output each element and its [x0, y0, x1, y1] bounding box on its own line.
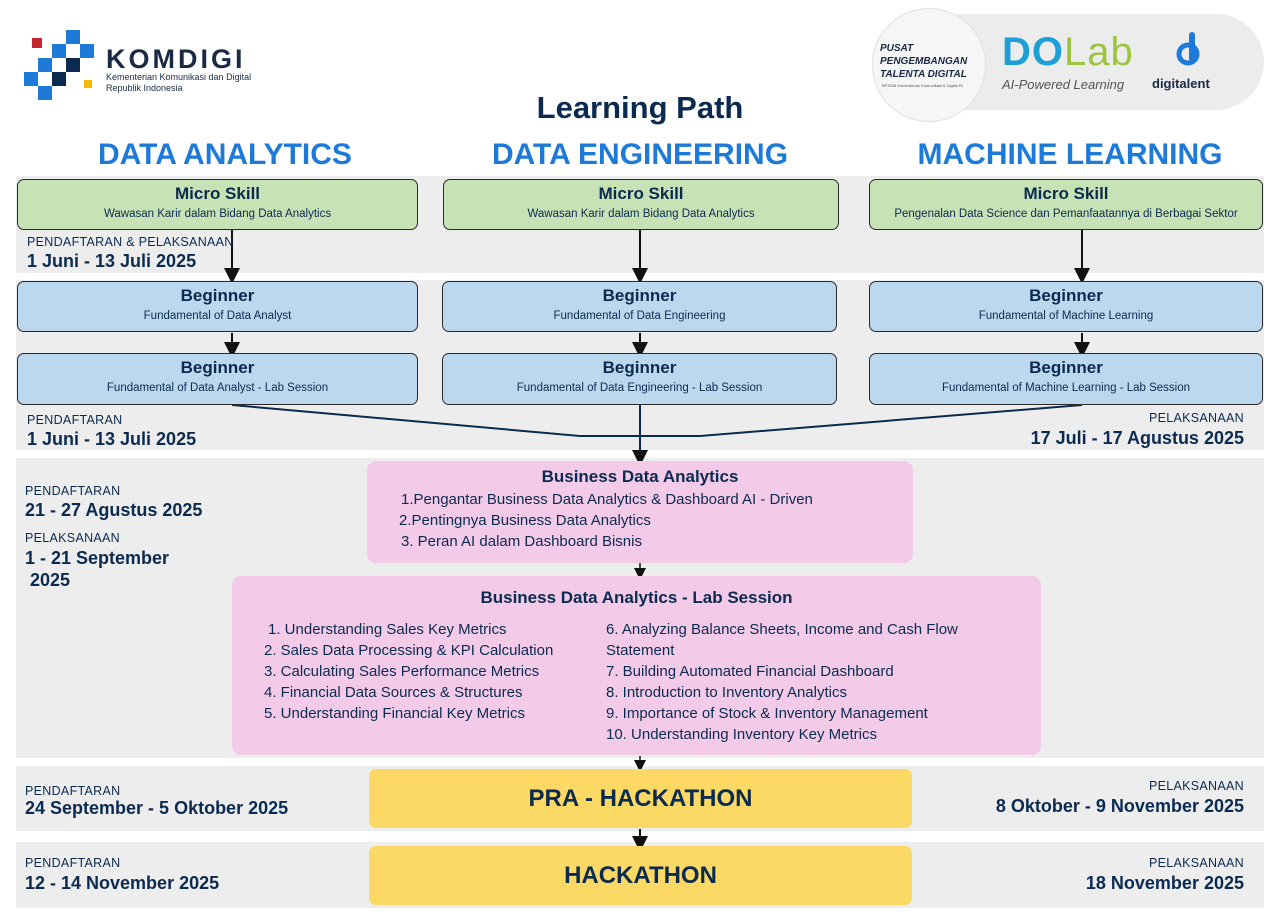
- bda-list: 1.Pengantar Business Data Analytics & Da…: [399, 489, 913, 552]
- bda-exec-label: PELAKSANAAN: [25, 531, 121, 545]
- box-course: Fundamental of Machine Learning: [978, 310, 1154, 322]
- box-level: Beginner: [602, 286, 677, 305]
- beginner-lab-box-data-analyst: Beginner Fundamental of Data Analyst - L…: [17, 353, 418, 405]
- box-course: Pengenalan Data Science dan Pemanfaatann…: [894, 208, 1238, 220]
- list-item: 9. Importance of Stock & Inventory Manag…: [606, 705, 928, 722]
- list-item: 2. Sales Data Processing & KPI Calculati…: [264, 642, 554, 659]
- box-level: Micro Skill: [174, 184, 261, 203]
- beginner-reg-label: PENDAFTARAN: [27, 413, 123, 427]
- pra-reg-date: 24 September - 5 Oktober 2025: [25, 798, 289, 818]
- bda-lab-list-left: 1. Understanding Sales Key Metrics 2. Sa…: [264, 619, 553, 724]
- bda-exec-date-line1: 1 - 21 September: [25, 548, 170, 568]
- list-item: 5. Understanding Financial Key Metrics: [264, 705, 525, 722]
- box-level: Beginner: [180, 358, 255, 377]
- dolab-logo: DOLab: [1002, 30, 1134, 75]
- beginner-reg-date: 1 Juni - 13 Juli 2025: [27, 429, 197, 449]
- list-item: 3. Peran AI dalam Dashboard Bisnis: [401, 533, 642, 550]
- list-item: 1.Pengantar Business Data Analytics & Da…: [401, 491, 813, 508]
- list-item: 1. Understanding Sales Key Metrics: [268, 621, 507, 638]
- micro-schedule-label: PENDAFTARAN & PELAKSANAAN: [27, 235, 234, 249]
- list-item: 8. Introduction to Inventory Analytics: [606, 684, 847, 701]
- pra-exec-label: PELAKSANAAN: [1148, 779, 1244, 793]
- digitalent-name: digitalent: [1152, 76, 1210, 91]
- beginner-box-data-analyst: Beginner Fundamental of Data Analyst: [17, 281, 418, 332]
- box-course: Fundamental of Machine Learning - Lab Se…: [941, 382, 1191, 394]
- beginner-exec-date: 17 Juli - 17 Agustus 2025: [1030, 428, 1244, 448]
- pra-hackathon-title: PRA - HACKATHON: [528, 784, 753, 812]
- bda-reg-date: 21 - 27 Agustus 2025: [25, 500, 203, 520]
- beginner-box-machine-learning: Beginner Fundamental of Machine Learning: [869, 281, 1263, 332]
- pusat-logo-text: PUSAT PENGEMBANGAN TALENTA DIGITAL: [880, 42, 984, 81]
- pra-exec-date: 8 Oktober - 9 November 2025: [995, 796, 1244, 816]
- list-item: 3. Calculating Sales Performance Metrics: [264, 663, 540, 680]
- micro-skill-box-data-engineering: Micro Skill Wawasan Karir dalam Bidang D…: [443, 179, 839, 230]
- hack-reg-label: PENDAFTARAN: [25, 856, 121, 870]
- business-data-analytics-box: Business Data Analytics 1.Pengantar Busi…: [367, 461, 913, 563]
- beginner-exec-label: PELAKSANAAN: [1148, 411, 1244, 425]
- box-level: Beginner: [1029, 358, 1103, 377]
- list-item: Statement: [606, 642, 675, 659]
- business-data-analytics-lab-box: Business Data Analytics - Lab Session 1.…: [232, 576, 1041, 755]
- dolab-lab: Lab: [1064, 30, 1134, 74]
- box-course: Fundamental of Data Analyst: [143, 310, 292, 322]
- bda-title: Business Data Analytics: [541, 467, 739, 486]
- bda-exec-date-line2: 2025: [30, 570, 71, 590]
- bda-lab-title: Business Data Analytics - Lab Session: [480, 588, 793, 607]
- beginner-box-data-engineering: Beginner Fundamental of Data Engineering: [442, 281, 837, 332]
- beginner-lab-box-data-engineering: Beginner Fundamental of Data Engineering…: [442, 353, 837, 405]
- list-item: 2.Pentingnya Business Data Analytics: [399, 512, 651, 529]
- box-level: Micro Skill: [1023, 184, 1109, 203]
- pusat-line3: TALENTA DIGITAL: [880, 69, 967, 80]
- komdigi-name: KOMDIGI: [106, 44, 246, 74]
- hack-reg-date: 12 - 14 November 2025: [25, 873, 220, 893]
- digitalent-logo-icon: [1176, 32, 1200, 66]
- hackathon-title: HACKATHON: [564, 861, 717, 889]
- micro-schedule-date: 1 Juni - 13 Juli 2025: [27, 251, 197, 271]
- pusat-logo-circle: [872, 8, 986, 122]
- box-course: Fundamental of Data Analyst - Lab Sessio…: [106, 382, 329, 394]
- pra-reg-label: PENDAFTARAN: [25, 784, 121, 798]
- dolab-do: DO: [1002, 30, 1064, 74]
- list-item: 6. Analyzing Balance Sheets, Income and …: [606, 621, 958, 638]
- track-title-data-engineering: DATA ENGINEERING: [491, 138, 789, 171]
- hack-exec-label: PELAKSANAAN: [1148, 856, 1244, 870]
- bda-reg-label: PENDAFTARAN: [25, 484, 121, 498]
- list-item: 10. Understanding Inventory Key Metrics: [606, 726, 877, 743]
- pra-hackathon-box: PRA - HACKATHON: [369, 769, 912, 828]
- box-course: Wawasan Karir dalam Bidang Data Analytic…: [103, 208, 332, 220]
- list-item: 4. Financial Data Sources & Structures: [264, 684, 523, 701]
- box-level: Beginner: [1029, 286, 1103, 305]
- beginner-lab-box-machine-learning: Beginner Fundamental of Machine Learning…: [869, 353, 1263, 405]
- komdigi-logo-icon: [24, 30, 94, 100]
- pusat-line2: PENGEMBANGAN: [880, 56, 968, 67]
- box-level: Beginner: [602, 358, 677, 377]
- micro-skill-box-machine-learning: Micro Skill Pengenalan Data Science dan …: [869, 179, 1263, 230]
- page-title: Learning Path: [536, 90, 744, 125]
- dolab-tagline: AI-Powered Learning: [1002, 77, 1125, 92]
- hackathon-box: HACKATHON: [369, 846, 912, 905]
- hack-exec-date: 18 November 2025: [1085, 873, 1244, 893]
- pusat-line1: PUSAT: [880, 43, 914, 54]
- box-course: Fundamental of Data Engineering - Lab Se…: [516, 382, 763, 394]
- box-level: Micro Skill: [598, 184, 684, 203]
- komdigi-subtitle: Kementerian Komunikasi dan Digital Repub…: [106, 72, 266, 94]
- box-course: Wawasan Karir dalam Bidang Data Analytic…: [527, 208, 755, 220]
- list-item: 7. Building Automated Financial Dashboar…: [606, 663, 894, 680]
- pusat-small-text: BPSDM Kementerian Komunikasi & Digital R…: [882, 83, 963, 88]
- micro-skill-box-data-analytics: Micro Skill Wawasan Karir dalam Bidang D…: [17, 179, 418, 230]
- box-level: Beginner: [180, 286, 255, 305]
- komdigi-subtitle-line2: Republik Indonesia: [106, 83, 183, 93]
- track-title-data-analytics: DATA ANALYTICS: [98, 138, 352, 171]
- track-title-machine-learning: MACHINE LEARNING: [917, 138, 1223, 171]
- komdigi-subtitle-line1: Kementerian Komunikasi dan Digital: [106, 72, 252, 82]
- box-course: Fundamental of Data Engineering: [553, 310, 726, 322]
- bda-lab-list-right: 6. Analyzing Balance Sheets, Income and …: [606, 619, 958, 745]
